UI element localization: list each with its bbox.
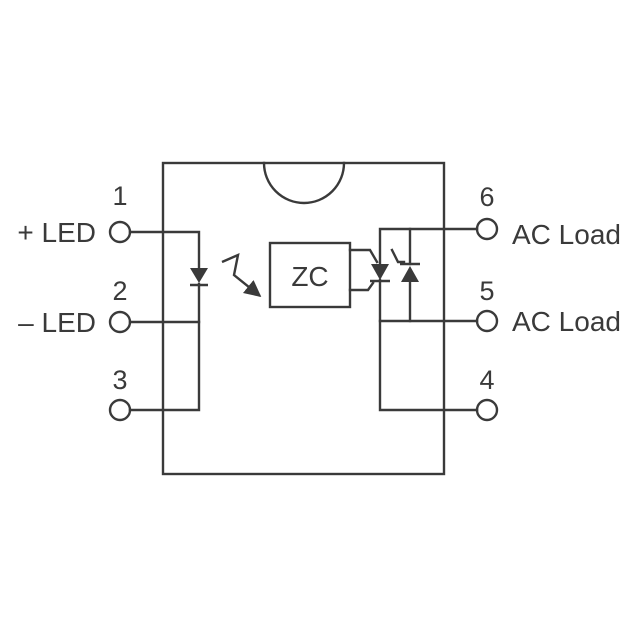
pin-6-number: 6 bbox=[479, 182, 494, 212]
pin-5-name: AC Load bbox=[512, 306, 621, 337]
zc-gate-link-lower bbox=[348, 281, 375, 292]
zc-label: ZC bbox=[291, 261, 328, 292]
wire-pin4 bbox=[378, 319, 479, 412]
pin-6-terminal bbox=[475, 217, 499, 241]
pin-4-terminal bbox=[475, 398, 499, 422]
package-notch bbox=[262, 161, 346, 205]
triac-symbol bbox=[370, 262, 420, 283]
zc-gate-link-upper bbox=[348, 248, 379, 264]
pin-5-terminal bbox=[475, 309, 499, 333]
wire-pin6-output bbox=[378, 227, 479, 266]
pin-4-number: 4 bbox=[479, 365, 494, 395]
pin-6-name: AC Load bbox=[512, 219, 621, 250]
triac-gate-cross bbox=[390, 248, 406, 264]
pin-2-name: – LED bbox=[18, 307, 96, 338]
wire-output-pin5 bbox=[378, 278, 479, 323]
zc-block bbox=[268, 241, 352, 309]
pin-2-number: 2 bbox=[112, 276, 127, 306]
light-emission-arrow bbox=[221, 252, 262, 298]
package-outline bbox=[161, 161, 446, 476]
pin-1-number: 1 bbox=[112, 181, 127, 211]
wire-pin1-led-anode bbox=[128, 230, 201, 270]
pin-1-name: + LED bbox=[17, 217, 96, 248]
pin-1-terminal bbox=[108, 220, 132, 244]
pin-3-terminal bbox=[108, 398, 132, 422]
pin-5-number: 5 bbox=[479, 276, 494, 306]
wire-pin3 bbox=[128, 320, 201, 412]
pin-2-terminal bbox=[108, 310, 132, 334]
pin-3-number: 3 bbox=[112, 365, 127, 395]
wire-led-cathode-pin2 bbox=[128, 282, 201, 324]
led-symbol bbox=[190, 268, 208, 287]
